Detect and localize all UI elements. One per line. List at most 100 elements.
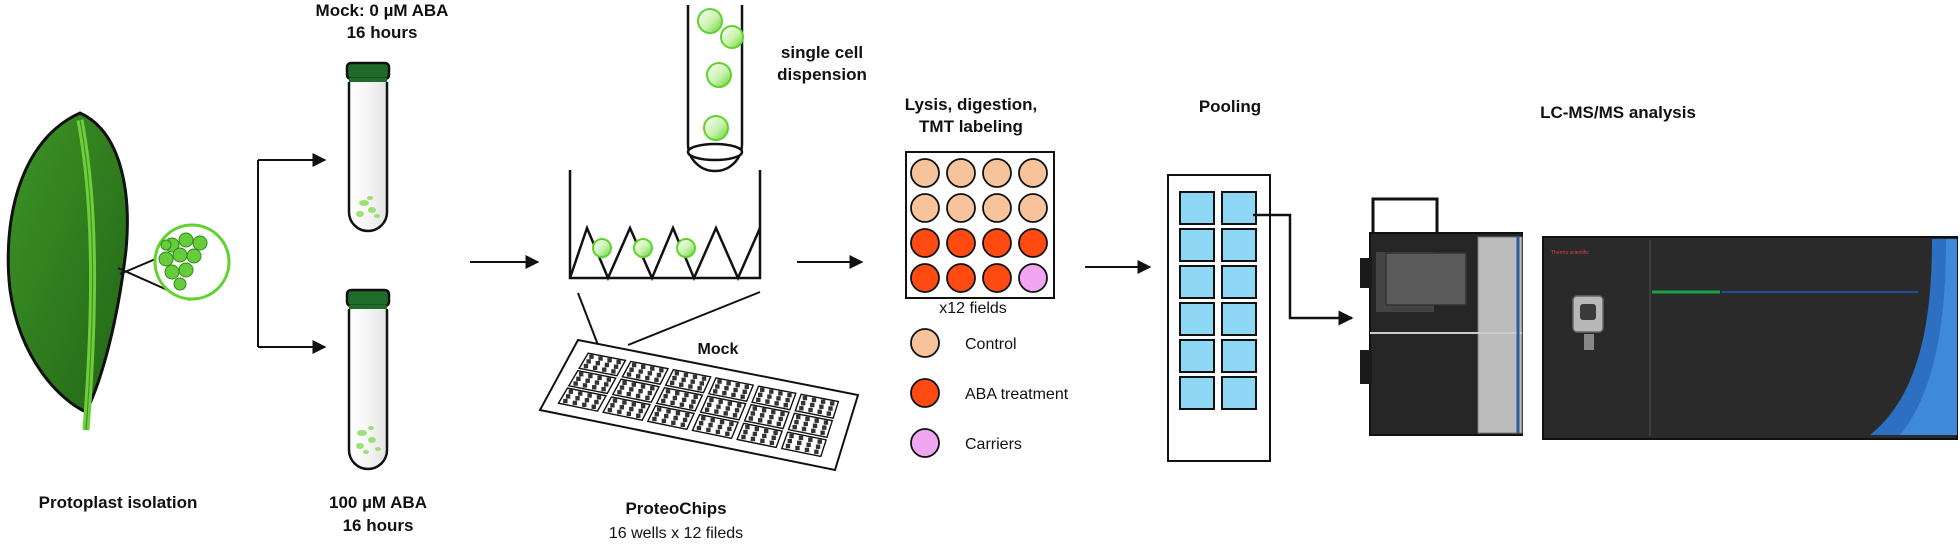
chip-nanowell xyxy=(752,431,758,437)
chip-nanowell xyxy=(585,378,590,383)
chip-nanowell xyxy=(578,391,583,396)
chip-nanowell xyxy=(716,404,721,409)
leaf-illustration xyxy=(6,111,231,431)
chip-nanowell xyxy=(722,390,727,396)
chip-nanowell xyxy=(602,367,607,372)
chip-nanowell xyxy=(822,425,827,430)
chip-nanowell xyxy=(787,438,792,444)
chip-nanowell xyxy=(743,429,748,435)
chip-nanowell xyxy=(578,372,584,377)
chip-nanowell xyxy=(638,408,643,414)
chip-nanowell xyxy=(682,417,688,423)
chip-nanowell xyxy=(785,397,790,403)
chip-nanowell xyxy=(698,420,704,426)
chip-nanowell xyxy=(707,402,712,408)
chip-nanowell xyxy=(805,416,810,422)
chip-nanowell xyxy=(799,406,804,411)
proteochip-slide xyxy=(538,338,860,472)
chip-nanowell xyxy=(645,395,650,401)
chip-nanowell xyxy=(776,421,782,427)
chip-nanowell xyxy=(769,414,774,420)
chip-nanowell xyxy=(765,399,770,404)
lc-system-instrument xyxy=(1360,197,1523,436)
chip-nanowell xyxy=(666,409,671,414)
chip-nanowell xyxy=(709,397,714,403)
tmt-plate xyxy=(905,151,1055,299)
chip-nanowell xyxy=(638,389,643,394)
plate-well-control xyxy=(982,193,1012,223)
chip-nanowell xyxy=(582,402,587,408)
chip-nanowell xyxy=(681,397,687,403)
chip-nanowell xyxy=(727,426,732,432)
chip-nanowell xyxy=(771,435,776,440)
pool-cell xyxy=(1179,339,1215,373)
chip-nanowell xyxy=(769,389,774,394)
legend-label: Carriers xyxy=(965,436,1022,453)
chip-nanowell xyxy=(650,386,655,391)
chip-nanowell xyxy=(656,407,662,412)
pool-cell xyxy=(1221,265,1257,299)
chip-nanowell xyxy=(701,416,706,421)
chip-nanowell xyxy=(604,362,610,368)
plate-well-aba xyxy=(946,263,976,293)
plate-well-aba xyxy=(910,263,940,293)
mock-condition-label: Mock: 0 µM ABA xyxy=(316,1,449,20)
chip-nanowell xyxy=(681,377,686,383)
chip-nanowell xyxy=(758,392,763,398)
chip-nanowell xyxy=(697,386,702,391)
chip-nanowell xyxy=(688,384,693,389)
chip-nanowell xyxy=(619,385,625,390)
chip-nanowell xyxy=(672,395,678,401)
chip-nanowell xyxy=(598,356,603,361)
chip-nanowell xyxy=(708,422,713,428)
plate-well-control xyxy=(946,158,976,188)
chip-nanowell xyxy=(723,411,728,416)
chip-nanowell xyxy=(626,391,631,397)
chip-nanowell xyxy=(803,421,808,427)
chip-nanowell xyxy=(616,359,621,365)
chip-nanowell xyxy=(631,382,636,387)
chip-nanowell xyxy=(650,366,655,371)
chip-nanowell xyxy=(740,394,745,399)
chip-nanowell xyxy=(631,362,637,368)
chip-nanowell xyxy=(592,385,597,390)
chip-nanowell xyxy=(636,413,641,418)
chip-nanowell xyxy=(596,395,602,400)
chip-nanowell xyxy=(575,396,580,401)
chip-nanowell xyxy=(797,440,802,446)
pool-cell xyxy=(1179,265,1215,299)
legend-swatch xyxy=(910,428,940,458)
chip-nanowell xyxy=(714,409,719,414)
plate-well-control xyxy=(946,193,976,223)
lcms-label: LC-MS/MS analysis xyxy=(1540,103,1696,122)
chip-nanowell xyxy=(717,379,722,384)
chip-nanowell xyxy=(652,416,657,422)
chip-nanowell xyxy=(701,376,707,381)
plate-well-control xyxy=(910,193,940,223)
chip-nanowell xyxy=(761,408,767,413)
chip-nanowell xyxy=(670,400,675,406)
chip-nanowell xyxy=(588,373,593,379)
chip-nanowell xyxy=(589,354,594,359)
chip-nanowell xyxy=(607,407,613,413)
chip-nanowell xyxy=(776,396,781,401)
chip-nanowell xyxy=(759,413,765,418)
chip-nanowell xyxy=(760,438,765,444)
chip-nanowell xyxy=(729,421,734,427)
pool-cell xyxy=(1179,376,1215,410)
chip-nanowell xyxy=(780,411,785,417)
chip-nanowell xyxy=(828,406,833,411)
chip-nanowell xyxy=(808,437,813,442)
chip-nanowell xyxy=(760,387,765,393)
aba-duration-label: 16 hours xyxy=(343,516,414,535)
chip-nanowell xyxy=(817,409,822,415)
chip-nanowell xyxy=(654,412,659,417)
chip-nanowell xyxy=(812,423,818,428)
chip-nanowell xyxy=(763,428,769,434)
chip-nanowell xyxy=(601,386,606,392)
chip-nanowell xyxy=(741,434,746,440)
chip-nanowell xyxy=(626,411,632,417)
chip-nanowell xyxy=(756,397,761,402)
pool-cell xyxy=(1221,339,1257,373)
chip-nanowell xyxy=(617,409,622,415)
